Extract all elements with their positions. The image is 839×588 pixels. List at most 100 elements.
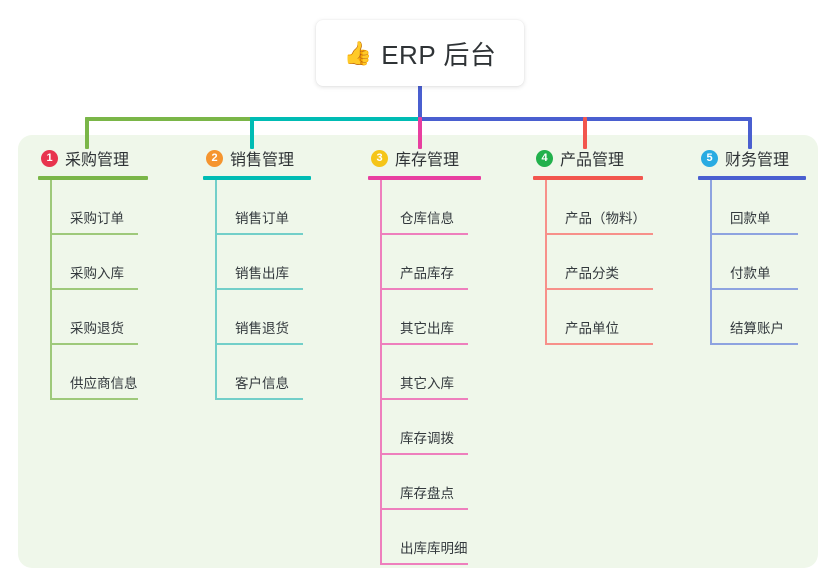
leaf-label: 回款单	[730, 211, 771, 226]
leaf-node[interactable]: 其它入库	[380, 345, 478, 400]
leaf-node[interactable]: 产品单位	[545, 290, 653, 345]
branch-spine	[50, 180, 52, 400]
leaf-underline	[215, 343, 303, 345]
leaf-underline	[380, 233, 468, 235]
branch-title: 产品管理	[560, 152, 625, 169]
branch-items: 回款单付款单结算账户	[710, 180, 806, 345]
leaf-node[interactable]: 产品库存	[380, 235, 478, 290]
branch-underline	[203, 176, 311, 180]
leaf-label: 结算账户	[730, 321, 784, 336]
leaf-underline	[50, 288, 138, 290]
branch-title: 财务管理	[725, 152, 790, 169]
leaf-underline	[50, 233, 138, 235]
leaf-node[interactable]: 回款单	[710, 180, 806, 235]
leaf-underline	[380, 343, 468, 345]
branch-items: 销售订单销售出库销售退货客户信息	[215, 180, 311, 400]
leaf-node[interactable]: 供应商信息	[50, 345, 148, 400]
leaf-node[interactable]: 客户信息	[215, 345, 311, 400]
leaf-node[interactable]: 采购退货	[50, 290, 148, 345]
leaf-node[interactable]: 销售订单	[215, 180, 311, 235]
leaf-node[interactable]: 产品分类	[545, 235, 653, 290]
leaf-label: 销售订单	[235, 211, 289, 226]
leaf-label: 产品单位	[565, 321, 619, 336]
branch-underline	[698, 176, 806, 180]
leaf-underline	[380, 288, 468, 290]
leaf-underline	[545, 233, 653, 235]
connector-segment-2	[250, 117, 420, 121]
leaf-label: 采购订单	[70, 211, 124, 226]
branch-spine	[215, 180, 217, 400]
leaf-label: 库存盘点	[400, 486, 454, 501]
leaf-underline	[50, 398, 138, 400]
branch-underline	[533, 176, 643, 180]
connector-drop-1	[85, 117, 89, 149]
leaf-node[interactable]: 产品（物料）	[545, 180, 653, 235]
branch-header-3[interactable]: 3 库存管理	[368, 146, 478, 170]
branch-underline	[38, 176, 148, 180]
leaf-underline	[380, 508, 468, 510]
branch-number-badge: 2	[206, 149, 223, 167]
leaf-label: 产品（物料）	[565, 211, 646, 226]
branch-items: 采购订单采购入库采购退货供应商信息	[50, 180, 148, 400]
leaf-underline	[380, 453, 468, 455]
branch-column-5: 5 财务管理回款单付款单结算账户	[698, 146, 806, 345]
leaf-underline	[545, 343, 653, 345]
leaf-underline	[710, 343, 798, 345]
diagram-panel	[18, 135, 818, 568]
leaf-label: 产品库存	[400, 266, 454, 281]
connector-drop-5	[748, 117, 752, 149]
leaf-label: 客户信息	[235, 376, 289, 391]
leaf-label: 销售退货	[235, 321, 289, 336]
branch-column-1: 1 采购管理采购订单采购入库采购退货供应商信息	[38, 146, 148, 400]
branch-underline	[368, 176, 481, 180]
branch-header-1[interactable]: 1 采购管理	[38, 146, 148, 170]
branch-spine	[710, 180, 712, 345]
leaf-underline	[215, 398, 303, 400]
leaf-node[interactable]: 销售退货	[215, 290, 311, 345]
leaf-label: 仓库信息	[400, 211, 454, 226]
leaf-node[interactable]: 库存调拨	[380, 400, 478, 455]
branch-column-3: 3 库存管理仓库信息产品库存其它出库其它入库库存调拨库存盘点出库库明细	[368, 146, 481, 565]
connector-segment-1	[85, 117, 252, 121]
leaf-node[interactable]: 其它出库	[380, 290, 478, 345]
root-node[interactable]: 👍 ERP 后台	[316, 20, 524, 86]
leaf-underline	[50, 343, 138, 345]
leaf-node[interactable]: 采购订单	[50, 180, 148, 235]
leaf-label: 付款单	[730, 266, 771, 281]
leaf-label: 供应商信息	[70, 376, 138, 391]
connector-drop-2	[250, 117, 254, 149]
leaf-underline	[215, 288, 303, 290]
leaf-node[interactable]: 结算账户	[710, 290, 806, 345]
leaf-label: 销售出库	[235, 266, 289, 281]
leaf-node[interactable]: 付款单	[710, 235, 806, 290]
leaf-label: 产品分类	[565, 266, 619, 281]
branch-header-4[interactable]: 4 产品管理	[533, 146, 643, 170]
leaf-underline	[545, 288, 653, 290]
branch-header-5[interactable]: 5 财务管理	[698, 146, 806, 170]
leaf-label: 采购退货	[70, 321, 124, 336]
leaf-underline	[710, 233, 798, 235]
branch-number-badge: 3	[371, 149, 388, 167]
branch-title: 采购管理	[65, 152, 130, 169]
branch-number-badge: 4	[536, 149, 553, 167]
branch-column-4: 4 产品管理产品（物料） 产品分类产品单位	[533, 146, 653, 345]
leaf-label: 其它出库	[400, 321, 454, 336]
branch-number-badge: 1	[41, 149, 58, 167]
branch-items: 产品（物料） 产品分类产品单位	[545, 180, 653, 345]
leaf-node[interactable]: 销售出库	[215, 235, 311, 290]
branch-items: 仓库信息产品库存其它出库其它入库库存调拨库存盘点出库库明细	[380, 180, 478, 565]
leaf-underline	[380, 563, 468, 565]
branch-title: 库存管理	[395, 152, 460, 169]
leaf-node[interactable]: 出库库明细	[380, 510, 478, 565]
leaf-underline	[710, 288, 798, 290]
branch-number-badge: 5	[701, 149, 718, 167]
leaf-label: 采购入库	[70, 266, 124, 281]
leaf-label: 其它入库	[400, 376, 454, 391]
branch-spine	[545, 180, 547, 345]
leaf-node[interactable]: 库存盘点	[380, 455, 478, 510]
leaf-node[interactable]: 采购入库	[50, 235, 148, 290]
leaf-node[interactable]: 仓库信息	[380, 180, 478, 235]
thumbs-up-icon: 👍	[343, 39, 373, 66]
